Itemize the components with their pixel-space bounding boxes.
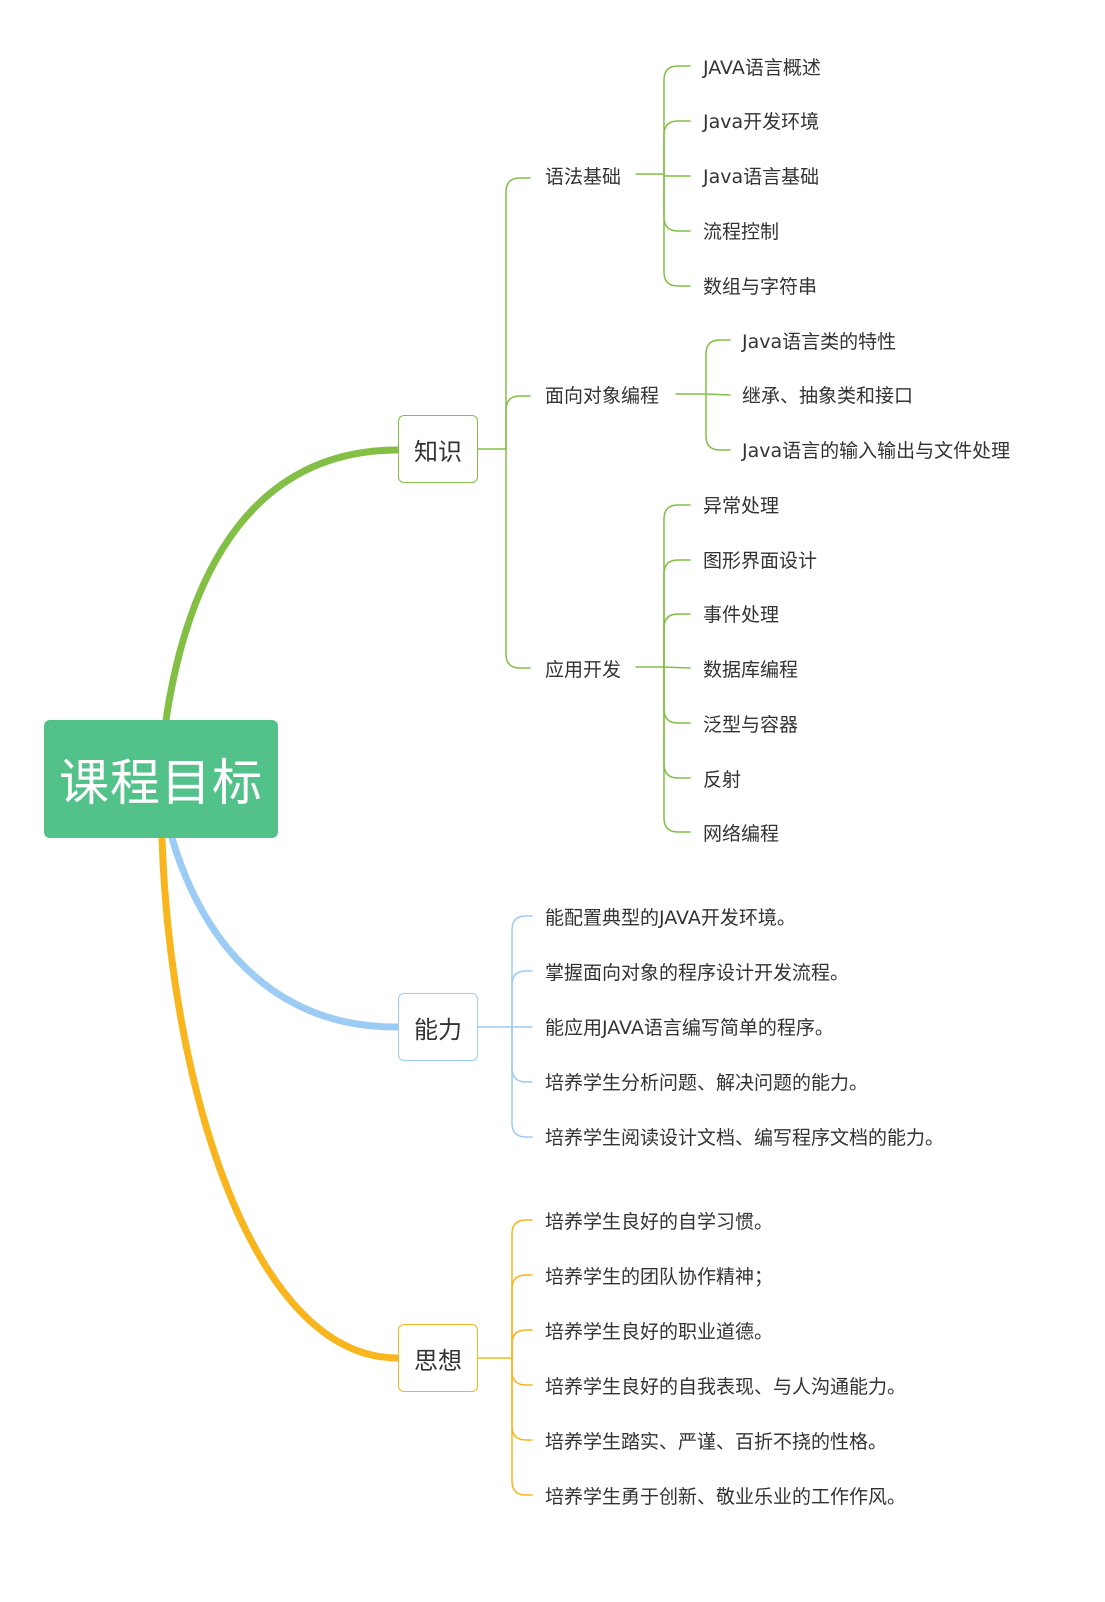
leaf-reflection[interactable]: 反射 — [703, 769, 742, 791]
link-oop-leaves-branch — [705, 393, 731, 451]
thought-item[interactable]: 培养学生踏实、严谨、百折不挠的性格。 — [545, 1431, 888, 1453]
ability-item[interactable]: 能应用JAVA语言编写简单的程序。 — [545, 1017, 834, 1039]
thought-item[interactable]: 培养学生良好的职业道德。 — [545, 1321, 774, 1343]
link-oop-leaves-branch — [705, 339, 731, 395]
link-thought-items-branch — [511, 1357, 533, 1386]
branch-node-knowledge[interactable]: 知识 — [398, 415, 478, 483]
leaf-java-basics[interactable]: Java语言基础 — [703, 166, 820, 188]
link-oop-leaves-branch — [705, 393, 731, 396]
thought-item[interactable]: 培养学生良好的自学习惯。 — [545, 1211, 774, 1233]
topic-syntax-basics[interactable]: 语法基础 — [545, 166, 622, 188]
leaf-exceptions[interactable]: 异常处理 — [703, 495, 780, 517]
main-link-thought — [158, 834, 402, 1362]
link-appdev-leaves-branch — [663, 666, 691, 833]
leaf-networking[interactable]: 网络编程 — [703, 823, 780, 845]
link-thought-items-branch — [511, 1357, 533, 1496]
link-appdev-leaves-branch — [663, 559, 691, 668]
branch-node-ability[interactable]: 能力 — [398, 993, 478, 1061]
root-node[interactable]: 课程目标 — [44, 720, 278, 838]
link-appdev-leaves-branch — [663, 613, 691, 668]
leaf-flow-control[interactable]: 流程控制 — [703, 221, 780, 243]
ability-item[interactable]: 培养学生阅读设计文档、编写程序文档的能力。 — [545, 1127, 945, 1149]
link-appdev-leaves-branch — [663, 504, 691, 668]
link-appdev-leaves-branch — [663, 666, 691, 724]
link-ability-items-branch — [511, 970, 533, 1028]
main-link-knowledge — [162, 446, 402, 724]
ability-item[interactable]: 掌握面向对象的程序设计开发流程。 — [545, 962, 850, 984]
link-syntax-leaves-branch — [663, 173, 691, 232]
link-appdev-leaves-branch — [663, 666, 691, 669]
thought-item[interactable]: 培养学生良好的自我表现、与人沟通能力。 — [545, 1376, 907, 1398]
leaf-database[interactable]: 数据库编程 — [703, 659, 799, 681]
thought-item[interactable]: 培养学生勇于创新、敬业乐业的工作作风。 — [545, 1486, 907, 1508]
link-knowledge-topics-branch — [505, 448, 531, 669]
link-thought-items-branch — [511, 1329, 533, 1359]
branch-node-thought[interactable]: 思想 — [398, 1324, 478, 1392]
leaf-arrays-strings[interactable]: 数组与字符串 — [703, 276, 818, 298]
leaf-gui[interactable]: 图形界面设计 — [703, 550, 818, 572]
link-knowledge-topics-branch — [505, 177, 531, 450]
link-thought-items-branch — [511, 1219, 533, 1359]
thought-item[interactable]: 培养学生的团队协作精神； — [545, 1266, 774, 1288]
link-ability-items-branch — [511, 1026, 533, 1138]
link-ability-items-branch — [511, 1026, 533, 1083]
ability-item[interactable]: 能配置典型的JAVA开发环境。 — [545, 907, 796, 929]
link-syntax-leaves-branch — [663, 173, 691, 177]
leaf-generics[interactable]: 泛型与容器 — [703, 714, 799, 736]
leaf-class-features[interactable]: Java语言类的特性 — [742, 331, 897, 353]
link-thought-items-branch — [511, 1357, 533, 1441]
leaf-inheritance[interactable]: 继承、抽象类和接口 — [742, 385, 914, 407]
link-syntax-leaves-branch — [663, 65, 691, 175]
link-knowledge-topics-branch — [505, 395, 531, 450]
ability-item[interactable]: 培养学生分析问题、解决问题的能力。 — [545, 1072, 869, 1094]
link-syntax-leaves-branch — [663, 173, 691, 287]
link-thought-items-branch — [511, 1274, 533, 1359]
leaf-java-overview[interactable]: JAVA语言概述 — [703, 57, 821, 79]
leaf-events[interactable]: 事件处理 — [703, 604, 780, 626]
leaf-java-dev-env[interactable]: Java开发环境 — [703, 111, 820, 133]
link-ability-items-branch — [511, 915, 533, 1028]
main-link-ability — [168, 834, 402, 1031]
topic-app-dev[interactable]: 应用开发 — [545, 659, 622, 681]
leaf-io-files[interactable]: Java语言的输入输出与文件处理 — [742, 440, 1011, 462]
topic-oop[interactable]: 面向对象编程 — [545, 385, 660, 407]
link-syntax-leaves-branch — [663, 120, 691, 175]
